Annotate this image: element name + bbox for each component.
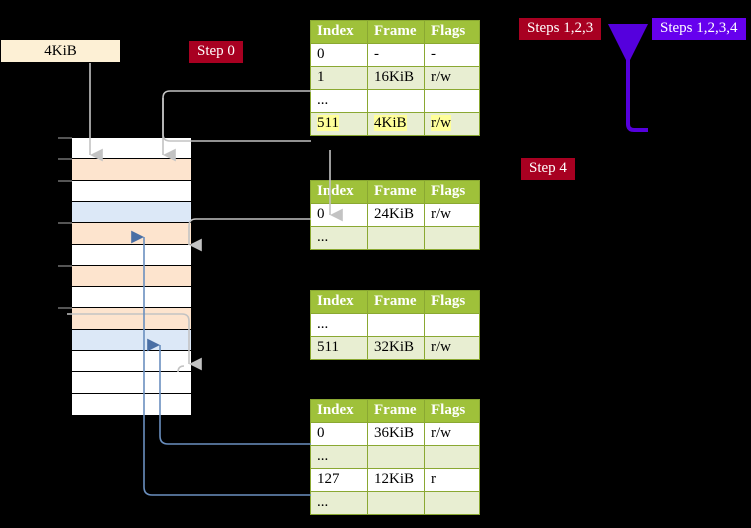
table-row: 511 4KiB r/w	[310, 112, 480, 136]
table-cell: 0	[310, 203, 368, 227]
memory-frame-row	[72, 329, 191, 352]
table-cell: r/w	[424, 422, 480, 446]
table-cell	[424, 313, 480, 337]
table-row: ...	[310, 313, 480, 337]
column-header-index: Index	[310, 20, 368, 44]
memory-frame-row	[72, 159, 191, 181]
table-cell	[367, 491, 425, 515]
table-cell: 127	[310, 468, 368, 492]
column-header-frame: Frame	[367, 20, 425, 44]
column-header-frame: Frame	[367, 180, 425, 204]
steps-1234-badge: Steps 1,2,3,4	[652, 18, 746, 40]
table-cell: ...	[310, 491, 368, 515]
highlighted-value: 511	[317, 115, 339, 131]
memory-frame-row	[72, 138, 191, 160]
table-cell: r/w	[424, 336, 480, 360]
table-cell: 32KiB	[367, 336, 425, 360]
memory-tick-mark	[58, 158, 72, 161]
table-cell	[367, 89, 425, 113]
memory-frame-row	[72, 223, 191, 245]
memory-frame-row	[72, 201, 191, 224]
column-header-index: Index	[310, 290, 368, 314]
step-0-badge: Step 0	[189, 41, 243, 63]
column-header-frame: Frame	[367, 290, 425, 314]
table-cell: r/w	[424, 112, 480, 136]
memory-frame-row	[72, 351, 191, 373]
memory-tick-mark	[58, 307, 72, 310]
table-row: ...	[310, 445, 480, 469]
table-cell	[424, 445, 480, 469]
table-cell: 4KiB	[367, 112, 425, 136]
table-row: ...	[310, 89, 480, 113]
memory-tick-mark	[58, 137, 72, 139]
table-cell: 1	[310, 66, 368, 90]
table-cell: ...	[310, 89, 368, 113]
table-row: ...	[310, 491, 480, 515]
column-header-flags: Flags	[424, 180, 480, 204]
column-header-flags: Flags	[424, 399, 480, 423]
table-cell: r/w	[424, 66, 480, 90]
table-cell: 0	[310, 422, 368, 446]
memory-tick-mark	[58, 179, 72, 182]
memory-frame-row	[72, 180, 191, 202]
table-cell: r	[424, 468, 480, 492]
physical-memory-column	[71, 137, 191, 415]
table-cell: -	[424, 43, 480, 67]
memory-frame-row	[72, 265, 191, 288]
column-header-index: Index	[310, 399, 368, 423]
table-cell: ...	[310, 313, 368, 337]
table-cell	[424, 491, 480, 515]
table-cell: 16KiB	[367, 66, 425, 90]
table-cell: 12KiB	[367, 468, 425, 492]
steps-123-badge: Steps 1,2,3	[519, 18, 602, 40]
memory-frame-row	[72, 393, 191, 415]
virtual-page-box: 4KiB	[0, 39, 121, 63]
memory-frame-row	[72, 244, 191, 266]
table-cell	[367, 313, 425, 337]
table-cell	[424, 89, 480, 113]
table-cell	[367, 226, 425, 250]
column-header-frame: Frame	[367, 399, 425, 423]
column-header-index: Index	[310, 180, 368, 204]
table-cell: ...	[310, 445, 368, 469]
table-cell: -	[367, 43, 425, 67]
memory-tick-mark	[58, 264, 72, 267]
table-cell: 511	[310, 112, 368, 136]
memory-frame-row	[72, 372, 191, 394]
highlighted-value: r/w	[431, 115, 451, 131]
step-4-badge: Step 4	[521, 158, 575, 180]
highlighted-value: 4KiB	[374, 115, 407, 131]
table-cell: 0	[310, 43, 368, 67]
table-cell: 24KiB	[367, 203, 425, 227]
table-cell	[367, 445, 425, 469]
column-header-flags: Flags	[424, 20, 480, 44]
table-cell: ...	[310, 226, 368, 250]
column-header-flags: Flags	[424, 290, 480, 314]
table-cell: 36KiB	[367, 422, 425, 446]
table-cell	[424, 226, 480, 250]
memory-tick-mark	[58, 222, 72, 225]
memory-frame-row	[72, 308, 191, 330]
table-cell: 511	[310, 336, 368, 360]
memory-frame-row	[72, 287, 191, 309]
table-row: 0--	[310, 43, 480, 67]
table-cell: r/w	[424, 203, 480, 227]
table-row: ...	[310, 226, 480, 250]
